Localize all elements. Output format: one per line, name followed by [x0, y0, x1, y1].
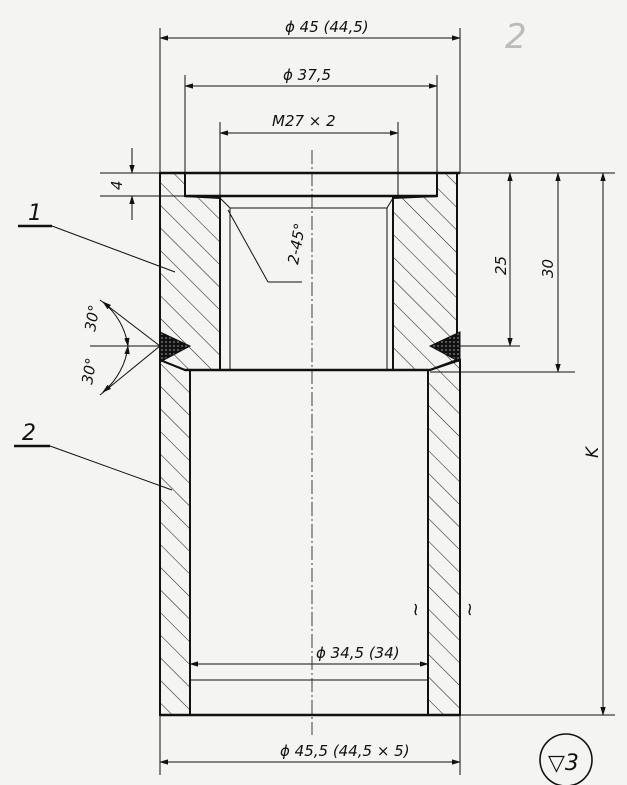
- part-1-body: [159, 171, 460, 372]
- dim-chamfer-label: 2-45°: [284, 222, 309, 266]
- callout-part-1: 1: [18, 201, 176, 273]
- roughness-symbol-label: ▽3: [548, 751, 579, 776]
- break-mark-left: ~: [405, 602, 426, 617]
- dim-outer-top: ϕ 45 (44,5): [159, 18, 461, 173]
- callout-part-2: 2: [14, 421, 173, 491]
- dim-angle-upper-label: 30°: [81, 303, 103, 332]
- dim-25-label: 25: [492, 256, 510, 275]
- dim-inner: ϕ 34,5 (34): [189, 644, 429, 667]
- callout-part-1-label: 1: [28, 201, 42, 226]
- callout-part-2-label: 2: [22, 421, 36, 446]
- dim-thread: M27 × 2: [219, 112, 399, 198]
- dim-30-label: 30: [539, 259, 557, 278]
- part-2-body: [159, 358, 461, 717]
- dim-outer-bottom-label: ϕ 45,5 (44,5 × 5): [280, 742, 410, 760]
- page-mark: 2: [505, 17, 527, 57]
- dim-thread-label: M27 × 2: [272, 112, 336, 130]
- dim-bore: ϕ 37,5: [184, 66, 438, 173]
- dim-inner-label: ϕ 34,5 (34): [316, 644, 400, 662]
- dim-angle-lower-label: 30°: [78, 356, 100, 385]
- dim-bore-label: ϕ 37,5: [283, 66, 331, 84]
- dim-k-label: K: [583, 445, 603, 458]
- dim-weld-angle: 30° 30°: [78, 299, 161, 396]
- dim-outer-top-label: ϕ 45 (44,5): [285, 18, 369, 36]
- dim-counterbore-label: 4: [108, 180, 126, 190]
- weld-left: [159, 331, 192, 363]
- dim-outer-bottom: ϕ 45,5 (44,5 × 5): [159, 715, 461, 775]
- part-2-left-wall: [159, 358, 191, 716]
- weld-right: [428, 331, 461, 363]
- roughness-symbol: ▽3: [539, 733, 593, 785]
- part-2-right-wall: [427, 358, 461, 716]
- dim-right: 25 30 K: [430, 172, 615, 716]
- break-mark-right: ~: [459, 602, 480, 617]
- dim-counterbore: 4: [100, 148, 185, 220]
